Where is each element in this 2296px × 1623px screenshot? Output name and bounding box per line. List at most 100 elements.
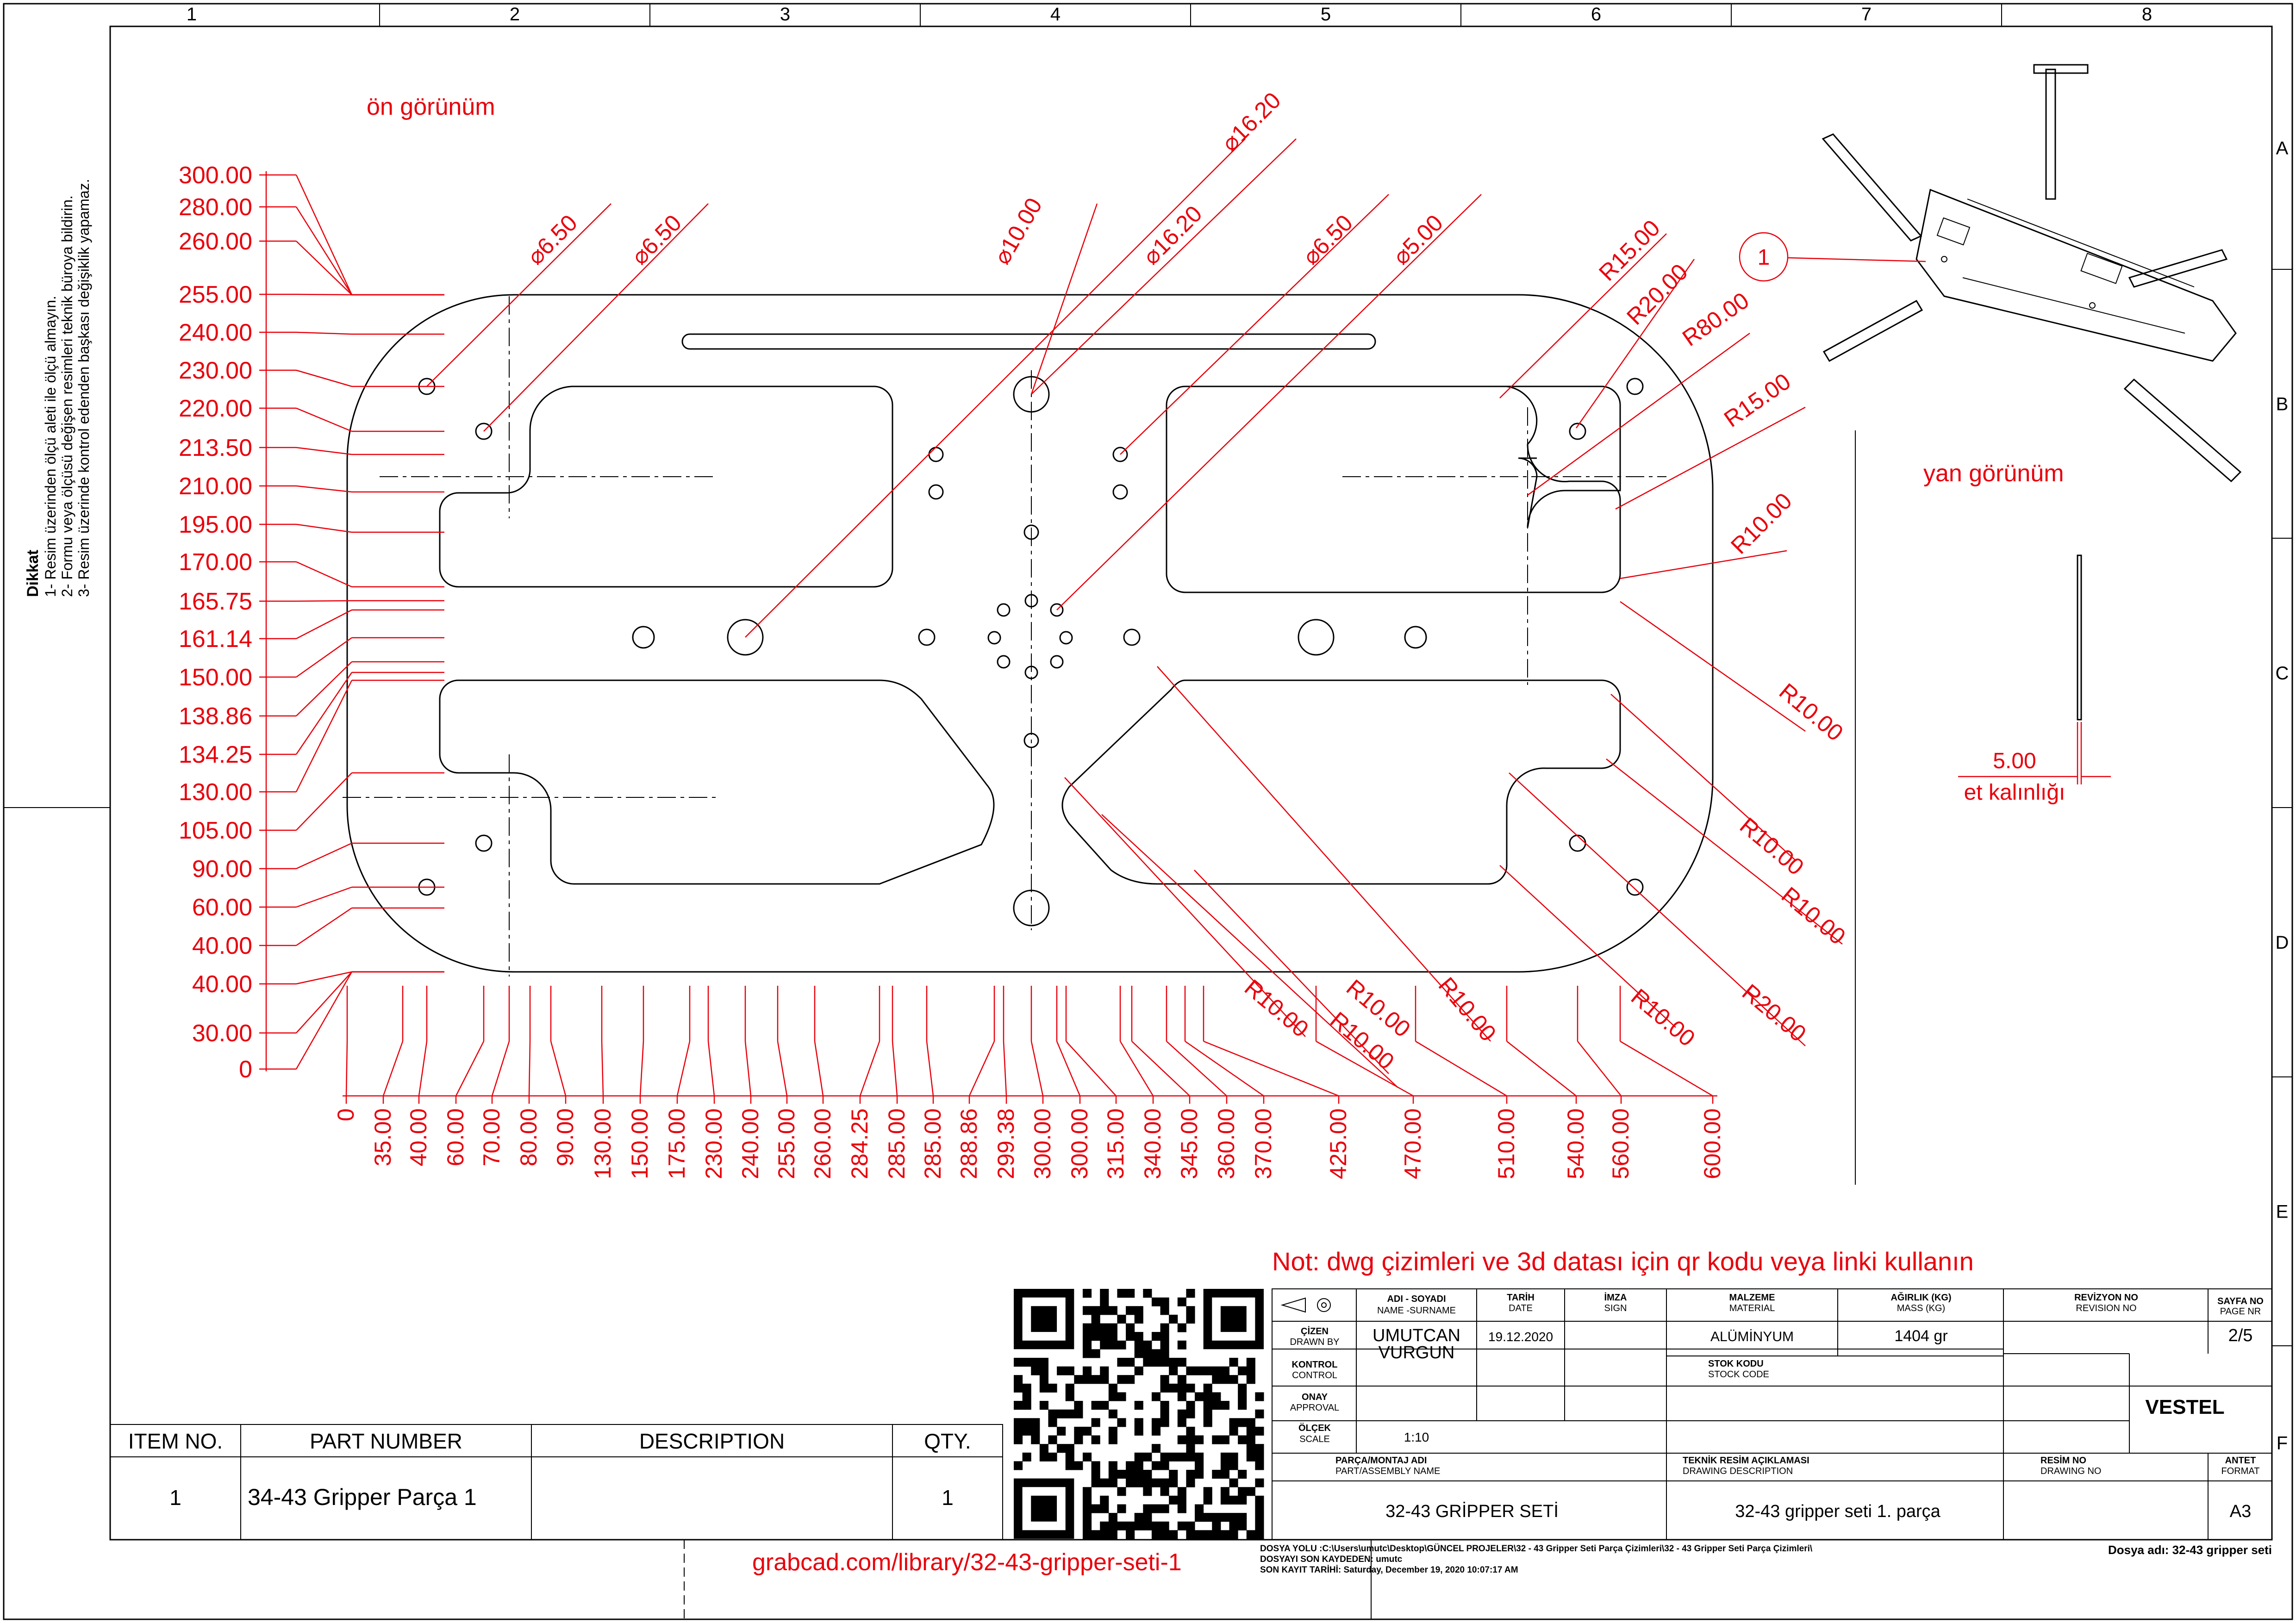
- projection-symbol-icon: [1280, 1297, 1306, 1313]
- qr-code[interactable]: [1014, 1289, 1264, 1539]
- tb-last-saved: SON KAYIT TARİHİ: Saturday, December 19,…: [1260, 1565, 1518, 1575]
- tb-part-h1: PARÇA/MONTAJ ADI: [1335, 1455, 1427, 1466]
- bom-header-item: ITEM NO.: [128, 1429, 223, 1453]
- tb-date-h2: DATE: [1509, 1303, 1533, 1313]
- radius-bottom-1: R10.00: [1434, 972, 1502, 1046]
- diameter-label-7: ⌀5.00: [1388, 210, 1448, 270]
- bom-header-qty: QTY.: [924, 1429, 971, 1453]
- tb-drawn-name-1: UMUTCAN: [1373, 1326, 1460, 1345]
- bom-header-desc: DESCRIPTION: [639, 1429, 785, 1453]
- tb-file-name: Dosya adı: 32-43 gripper seti: [2108, 1543, 2272, 1557]
- front-view-label: ön görünüm: [367, 93, 495, 120]
- tb-stock-h2: STOCK CODE: [1708, 1369, 1769, 1380]
- isometric-view: 1: [1739, 64, 2242, 483]
- horizontal-dimension-label: 175.00: [664, 1108, 690, 1179]
- radius-bottom-4: R10.00: [1240, 975, 1314, 1043]
- tb-scale-h1: ÖLÇEK: [1298, 1423, 1331, 1433]
- bom-row-item: 1: [169, 1486, 181, 1510]
- grabcad-link[interactable]: grabcad.com/library/32-43-gripper-seti-1: [752, 1549, 1182, 1576]
- tb-fmt-h2: FORMAT: [2221, 1466, 2260, 1476]
- horizontal-dimension-label: 70.00: [479, 1108, 505, 1166]
- tb-date: 19.12.2020: [1488, 1330, 1553, 1344]
- tb-name-h1: ADI - SOYADI: [1387, 1294, 1446, 1304]
- vertical-dimension-label: 138.86: [179, 703, 252, 730]
- column-label: 8: [2142, 4, 2152, 25]
- tb-format: A3: [2230, 1502, 2251, 1521]
- notice-heading: Dikkat: [24, 550, 42, 597]
- row-label: A: [2276, 138, 2289, 159]
- vertical-dimension-label: 260.00: [179, 228, 252, 255]
- horizontal-dimension-label: 240.00: [737, 1108, 763, 1179]
- tb-mass-h1: AĞIRLIK (KG): [1890, 1292, 1951, 1303]
- tb-appr-h2: APPROVAL: [1290, 1403, 1339, 1413]
- diameter-label-1: ⌀6.50: [522, 210, 582, 270]
- tb-desc-h1: TEKNİK RESİM AÇIKLAMASI: [1683, 1455, 1809, 1466]
- horizontal-dimension-label: 300.00: [1067, 1108, 1092, 1179]
- vertical-dimension-label: 280.00: [179, 194, 252, 221]
- vertical-dimension-label: 170.00: [179, 549, 252, 576]
- tb-drawn-h1: ÇİZEN: [1301, 1326, 1329, 1337]
- vertical-dimension-label: 0: [239, 1056, 252, 1083]
- radius-callouts: R15.00 R20.00 R80.00 R15.00 R10.00 R10.0…: [1064, 215, 1851, 1088]
- part-balloon-number: 1: [1758, 245, 1770, 270]
- row-label: E: [2276, 1202, 2289, 1222]
- thickness-value: 5.00: [1993, 749, 2036, 773]
- column-label: 6: [1591, 4, 1601, 25]
- horizontal-dimension-label: 0: [333, 1108, 359, 1121]
- tb-stock-h1: STOK KODU: [1708, 1359, 1764, 1369]
- tb-sign-h1: İMZA: [1604, 1292, 1627, 1303]
- column-label: 5: [1321, 4, 1331, 25]
- part-balloon: [1739, 232, 1789, 282]
- horizontal-dimension-label: 300.00: [1029, 1108, 1055, 1179]
- radius-right-3: R10.00: [1777, 882, 1851, 950]
- horizontal-dimension-label: 299.38: [993, 1108, 1019, 1179]
- bom-header-part: PART NUMBER: [310, 1429, 462, 1453]
- notice-block: Dikkat 1- Resim üzerinden ölçü aleti ile…: [24, 179, 92, 597]
- vertical-dimension-label: 210.00: [179, 473, 252, 500]
- tb-description: 32-43 gripper seti 1. parça: [1735, 1502, 1940, 1521]
- radius-right-5: R10.00: [1626, 984, 1700, 1052]
- row-label: D: [2276, 933, 2289, 953]
- vertical-dimension-label: 220.00: [179, 395, 252, 422]
- tb-fmt-h1: ANTET: [2225, 1455, 2256, 1466]
- vertical-dimension-label: 40.00: [192, 933, 252, 959]
- tb-check-h1: KONTROL: [1292, 1360, 1338, 1370]
- horizontal-dimension-label: 510.00: [1493, 1108, 1519, 1179]
- tb-desc-h2: DRAWING DESCRIPTION: [1683, 1466, 1793, 1476]
- side-view-label: yan görünüm: [1923, 460, 2064, 487]
- radius-right-2: R10.00: [1735, 813, 1809, 881]
- notice-line-3: 3- Resim üzerinde kontrol edenden başkas…: [75, 179, 92, 597]
- horizontal-dimension-label: 340.00: [1140, 1108, 1166, 1179]
- horizontal-dimension-label: 600.00: [1699, 1108, 1725, 1179]
- horizontal-dimension-label: 260.00: [810, 1108, 836, 1179]
- vertical-dimension-label: 195.00: [179, 511, 252, 538]
- tb-mat-h1: MALZEME: [1729, 1293, 1775, 1303]
- radius-top-1: R15.00: [1594, 215, 1665, 286]
- vertical-dimension-label: 230.00: [179, 357, 252, 384]
- tb-page: 2/5: [2228, 1326, 2253, 1345]
- horizontal-dimension-label: 150.00: [627, 1108, 653, 1179]
- horizontal-dimension-label: 230.00: [701, 1108, 727, 1179]
- tb-dwg-h2: DRAWING NO: [2040, 1466, 2101, 1476]
- column-label: 2: [510, 4, 520, 25]
- horizontal-dimension-label: 255.00: [774, 1108, 799, 1179]
- tb-mass: 1404 gr: [1894, 1327, 1947, 1345]
- vertical-dimension-label: 300.00: [179, 162, 252, 189]
- vertical-dimension-label: 150.00: [179, 664, 252, 691]
- radius-right-1: R10.00: [1774, 678, 1848, 746]
- horizontal-dimension-label: 540.00: [1563, 1108, 1589, 1179]
- vertical-dimension-label: 105.00: [179, 817, 252, 844]
- column-label: 3: [780, 4, 790, 25]
- vertical-dimension-label: 40.00: [192, 971, 252, 998]
- radius-top-5: R10.00: [1726, 488, 1797, 559]
- radius-right-4: R20.00: [1737, 979, 1811, 1047]
- column-label: 7: [1861, 4, 1872, 25]
- tb-drawn-h2: DRAWN BY: [1290, 1337, 1339, 1347]
- tb-page-h2: PAGE NR: [2220, 1306, 2261, 1317]
- horizontal-dimension-label: 35.00: [370, 1108, 396, 1166]
- horizontal-dimension-label: 285.00: [884, 1108, 910, 1179]
